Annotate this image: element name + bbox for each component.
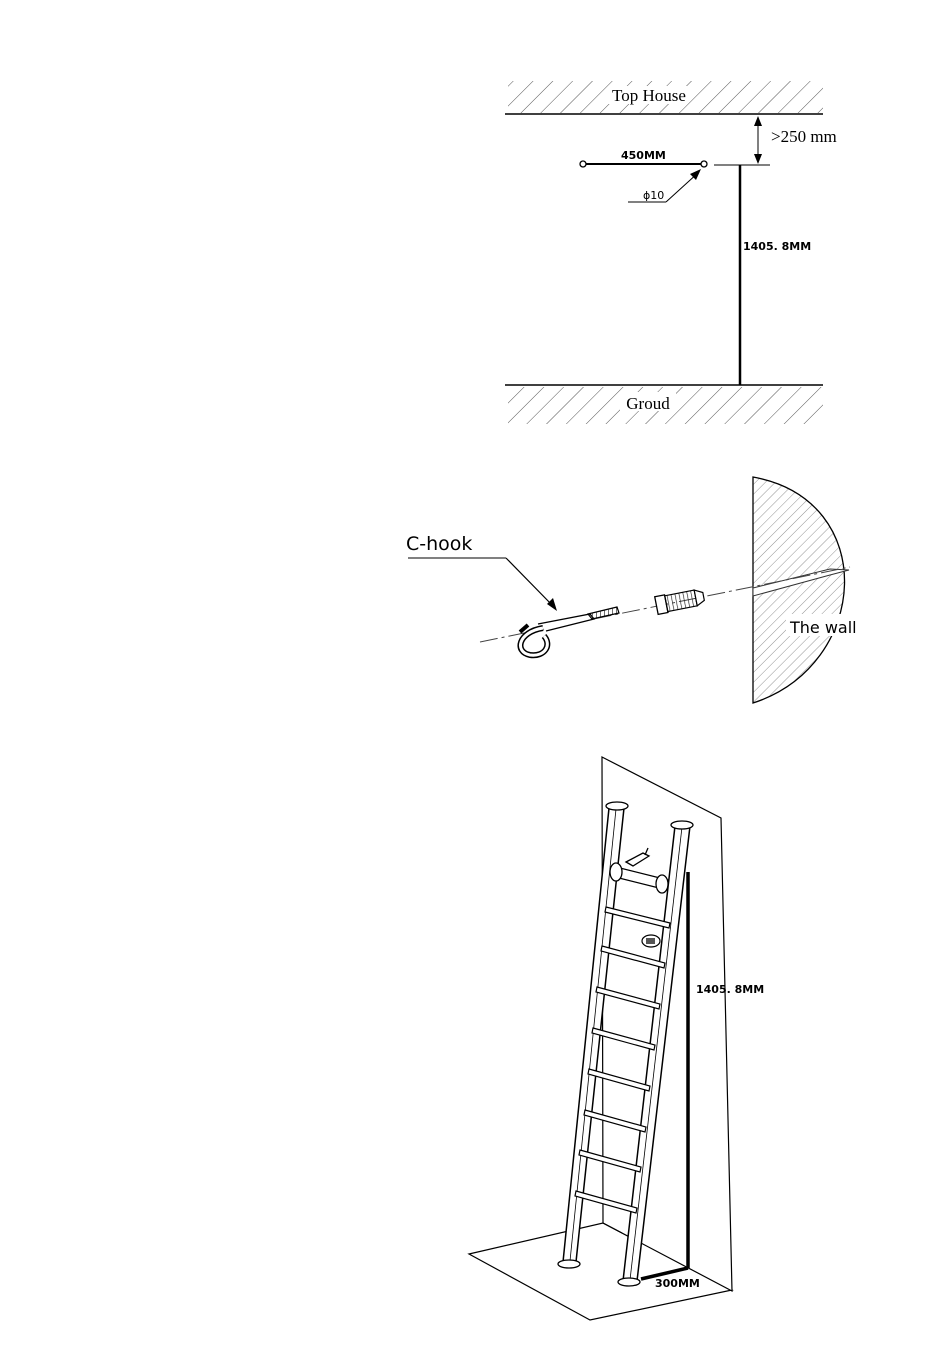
hole-left (580, 161, 586, 167)
figure-chook-install: The wall C-hook (406, 477, 858, 703)
wall-tag (642, 935, 660, 947)
diameter-label: ϕ10 (643, 189, 664, 202)
c-hook (520, 607, 619, 655)
wall-label: The wall (789, 618, 857, 637)
figure-ladder-assembly: 1405. 8MM 300MM (469, 757, 764, 1320)
hole-right (701, 161, 707, 167)
wall-plug (655, 588, 706, 615)
wall-section (753, 477, 849, 703)
diameter-leader (628, 169, 701, 202)
ground-label: Groud (626, 394, 670, 413)
spacing-label: 450MM (621, 149, 666, 162)
ladder-height-label: 1405. 8MM (696, 983, 764, 996)
hook-label: C-hook (406, 533, 472, 555)
clearance-label: >250 mm (771, 127, 837, 146)
height-label: 1405. 8MM (743, 240, 811, 253)
ladder-distance-label: 300MM (655, 1277, 700, 1290)
clearance-dimension (714, 116, 770, 165)
top-house-label: Top House (612, 86, 686, 105)
hook-leader (408, 558, 557, 611)
figure-wall-plan: Top House Groud >250 mm 450MM (505, 81, 837, 424)
